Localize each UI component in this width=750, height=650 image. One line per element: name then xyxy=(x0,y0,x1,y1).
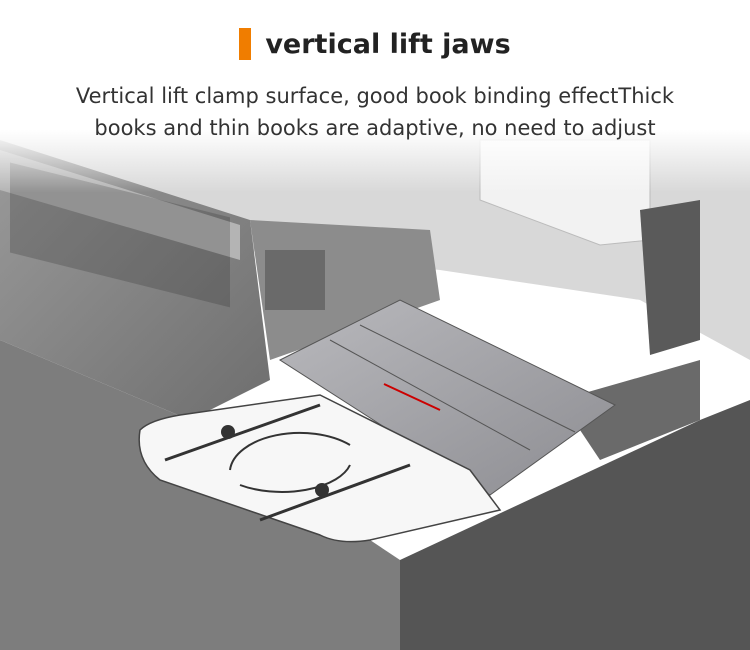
subtitle: Vertical lift clamp surface, good book b… xyxy=(0,80,750,144)
accent-bar xyxy=(239,28,252,60)
page-title: vertical lift jaws xyxy=(265,28,511,60)
subtitle-line-1: Vertical lift clamp surface, good book b… xyxy=(75,84,675,108)
subtitle-line-2: books and thin books are adaptive, no ne… xyxy=(94,116,656,140)
heading: vertical lift jaws xyxy=(0,28,750,60)
book-binding-machine-icon xyxy=(0,130,750,650)
